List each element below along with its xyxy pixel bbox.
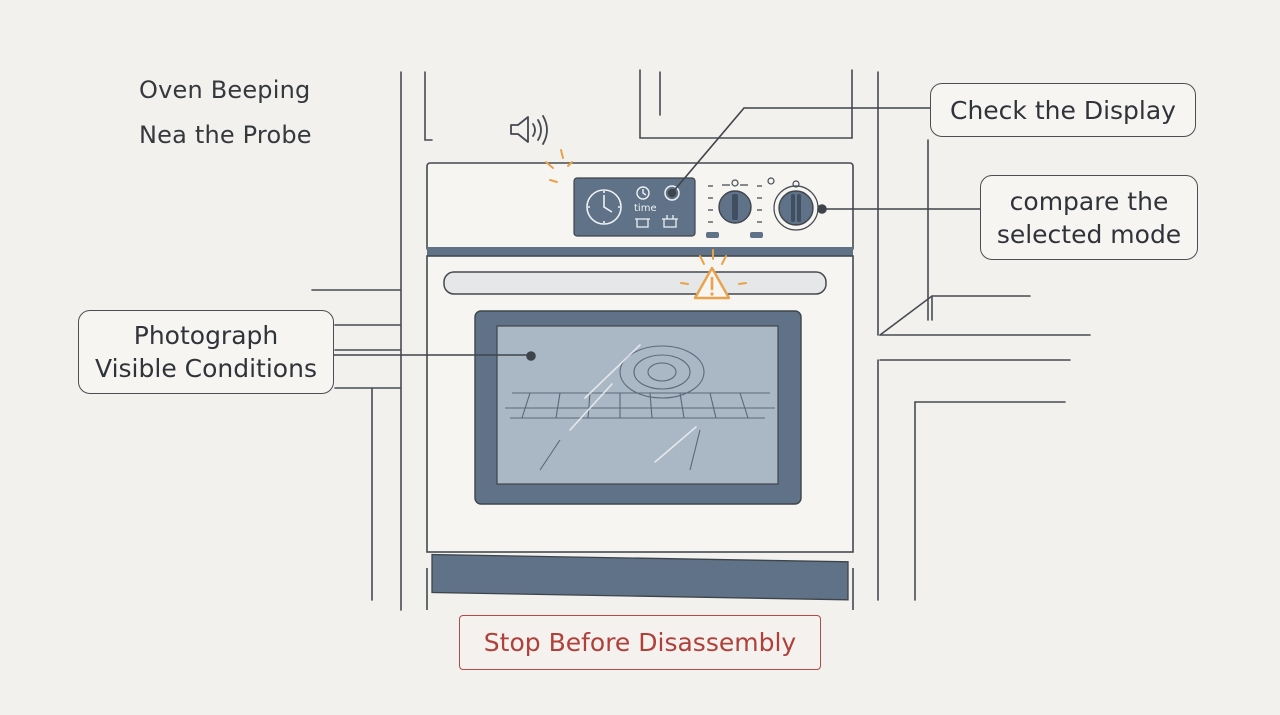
warning-icon [680,249,747,300]
control-panel: time [426,162,854,256]
leader-lines [334,107,981,361]
callout-photograph: Photograph Visible Conditions [78,310,334,394]
display-time-label: time [634,203,657,214]
stop-before-disassembly-label: Stop Before Disassembly [483,628,797,657]
panel-button-left[interactable] [706,232,719,238]
callout-check-display: Check the Display [930,83,1196,137]
oven-door [426,255,854,610]
timer-icon [636,186,650,200]
stop-before-disassembly-box: Stop Before Disassembly [459,615,821,670]
alert-marks [545,149,573,183]
callout-photograph-line2: Visible Conditions [95,354,317,383]
knob-icon[interactable] [773,185,819,231]
note-oven-beeping: Oven Beeping [139,76,311,104]
cabinet-lines [311,69,1091,611]
callout-compare-mode-line1: compare the [1009,186,1169,216]
panel-button-right[interactable] [750,232,763,238]
knob-dial-marks [708,177,800,223]
pot-icon [635,215,678,228]
mode-knob-left[interactable] [718,190,752,224]
note-near-probe: Nea the Probe [139,121,312,149]
speaker-icon [510,115,548,145]
callout-photograph-line1: Photograph [133,321,279,350]
callout-compare-mode: compare the selected mode [980,175,1198,260]
clock-icon [586,189,622,225]
door-window [496,325,779,485]
callout-check-display-label: Check the Display [950,95,1176,125]
door-handle[interactable] [443,271,827,295]
callout-compare-mode-line2: selected mode [996,219,1182,249]
